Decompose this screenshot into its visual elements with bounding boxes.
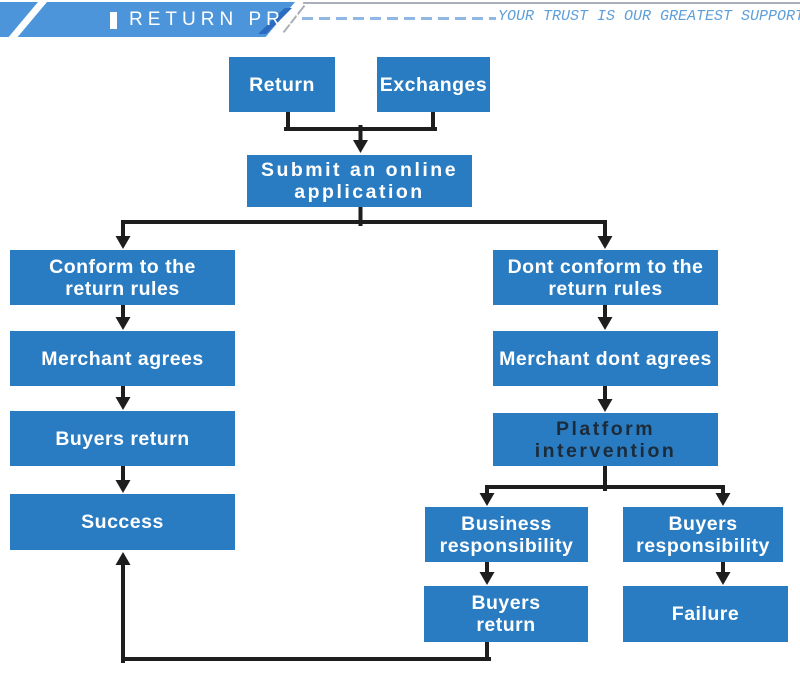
node-merchant-agrees: Merchant agrees — [10, 331, 235, 386]
node-conform-rules: Conform to the return rules — [10, 250, 235, 305]
banner-content: RETURN PROCESS — [110, 9, 376, 31]
node-buyers-return-2: Buyers return — [424, 586, 588, 642]
node-dont-conform-rules: Dont conform to the return rules — [493, 250, 718, 305]
header-tagline: YOUR TRUST IS OUR GREATEST SUPPORT — [498, 8, 800, 25]
node-failure: Failure — [623, 586, 788, 642]
node-business-responsibility: Business responsibility — [425, 507, 588, 562]
top-hairline — [303, 2, 800, 4]
node-success: Success — [10, 494, 235, 550]
dashed-divider — [302, 17, 496, 20]
node-buyers-responsibility: Buyers responsibility — [623, 507, 783, 562]
node-exchanges: Exchanges — [377, 57, 490, 112]
node-merchant-dont-agrees: Merchant dont agrees — [493, 331, 718, 386]
title-marker-icon — [110, 11, 117, 29]
node-submit-application: Submit an online application — [247, 155, 472, 207]
node-buyers-return: Buyers return — [10, 411, 235, 466]
page-title: RETURN PROCESS — [129, 9, 377, 30]
node-platform-intervention: Platform intervention — [493, 413, 718, 466]
node-return: Return — [229, 57, 335, 112]
